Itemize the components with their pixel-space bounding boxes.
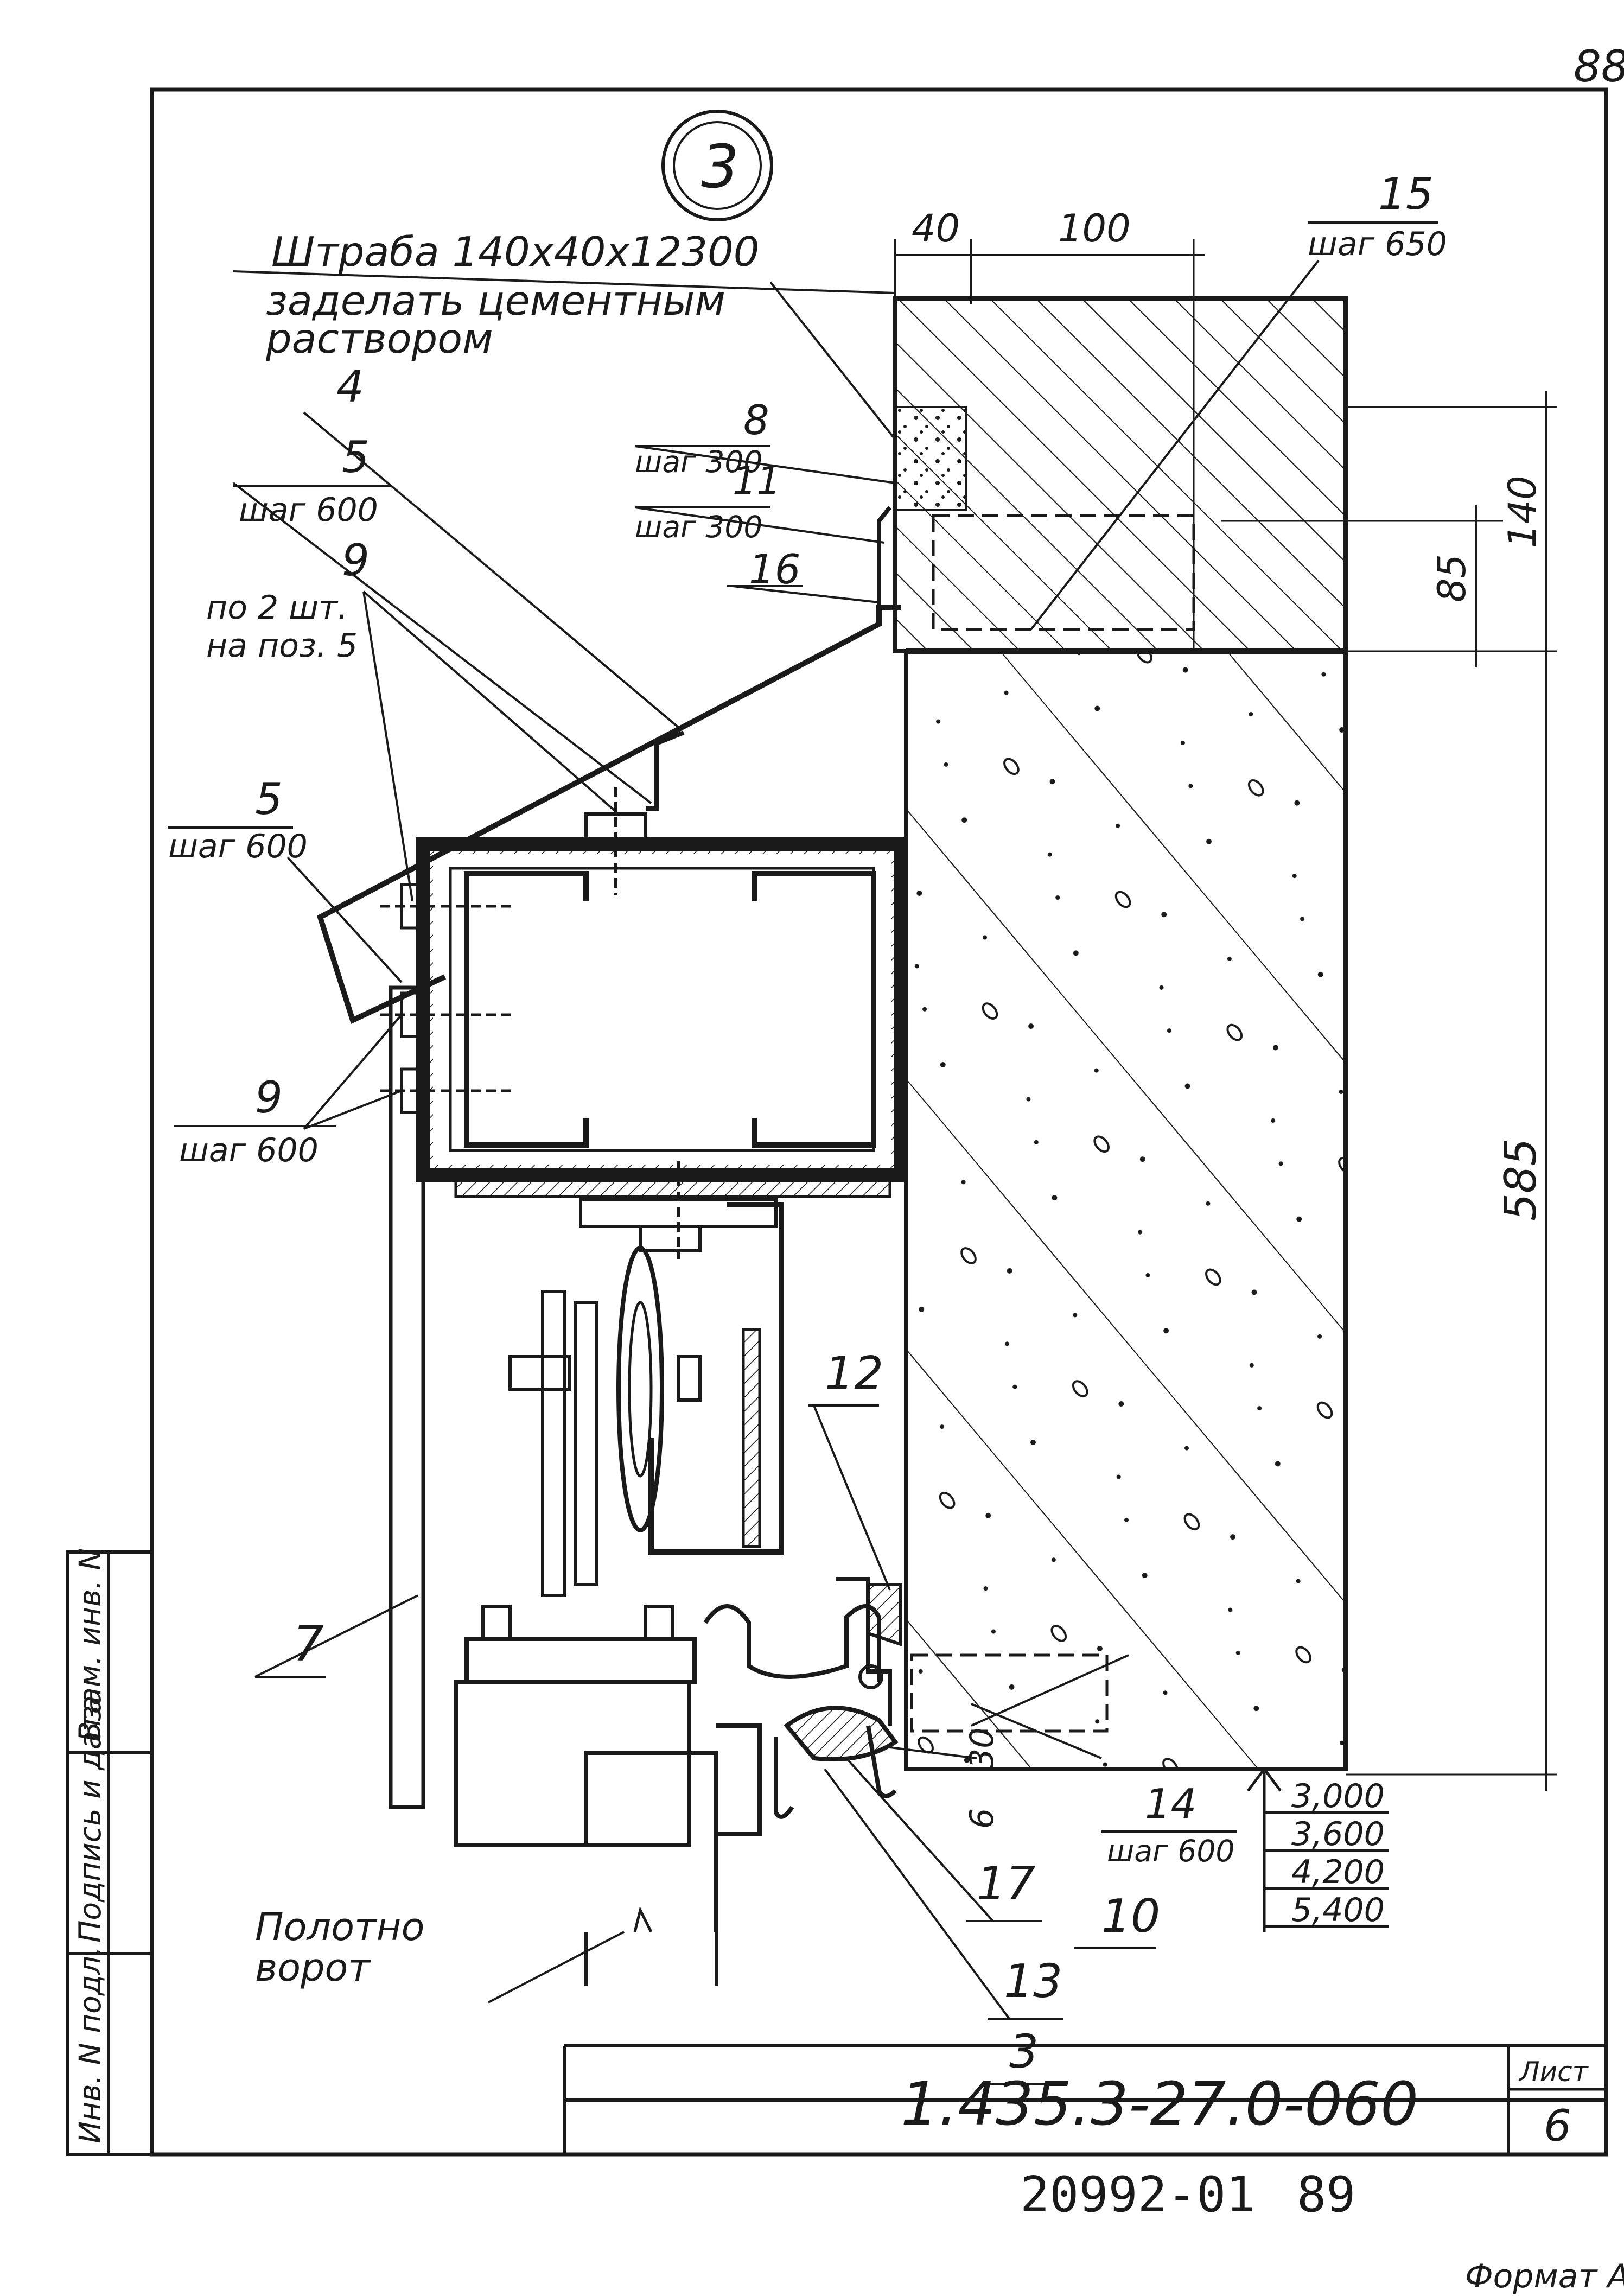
masonry-block <box>893 296 1348 653</box>
dim-40: 40 <box>912 206 960 251</box>
title-designation: 1.435.3-27.0-060 <box>901 2069 1418 2139</box>
drawing-frame <box>150 87 1608 2157</box>
svg-text:шаг 300: шаг 300 <box>635 510 762 544</box>
dim-585: 585 <box>1495 1138 1546 1221</box>
callout-16: 16 <box>727 545 803 593</box>
callout-3: 3 <box>988 2025 1063 2085</box>
label-embed-1: заделать цементным <box>266 277 725 325</box>
c-channel-left <box>464 871 589 1148</box>
page-number-top: 88 <box>1574 41 1624 92</box>
top-bolt <box>584 730 685 895</box>
footer-code: 20992-01 <box>1020 2166 1255 2223</box>
svg-text:17: 17 <box>977 1857 1035 1911</box>
c-channel-right <box>752 871 876 1148</box>
footer-format: Формат А4 <box>1465 2257 1624 2295</box>
mortar-chase <box>894 406 967 511</box>
callout-13: 13 <box>988 1955 1063 2020</box>
svg-text:шаг 600: шаг 600 <box>239 491 378 529</box>
callout-9a-note-2: на поз. 5 <box>206 627 358 665</box>
callout-4: 4 <box>336 361 364 412</box>
callout-14: 14 шаг 600 <box>1101 1780 1237 1868</box>
callout-9b: 9 шаг 600 <box>174 1072 336 1169</box>
detail-marker-number: 3 <box>701 132 739 201</box>
box-beam <box>416 837 908 1182</box>
flashing-plate <box>316 605 901 1024</box>
callout-5b: 5 шаг 600 <box>168 774 308 866</box>
title-sheet-label: Лист <box>1518 2056 1589 2088</box>
svg-text:шаг 600: шаг 600 <box>168 828 308 866</box>
side-bolts <box>380 883 515 1114</box>
callout-9a: 9 по 2 шт. на поз. 5 <box>206 535 370 665</box>
dim-6: 6 <box>963 1808 1001 1829</box>
dim-85: 85 <box>1430 554 1474 602</box>
concrete-column <box>904 649 1348 1771</box>
callout-12: 12 <box>808 1347 883 1407</box>
bottom-plate <box>454 1179 891 1198</box>
level-5400: 5,400 <box>1291 1891 1385 1929</box>
svg-text:13: 13 <box>1004 1955 1062 2008</box>
anchor-zone-lower <box>910 1653 1109 1733</box>
label-gate-leaf-1: Полотно <box>255 1905 424 1949</box>
level-3600: 3,600 <box>1291 1815 1385 1853</box>
label-chase: Штраба 140х40х12300 <box>271 228 759 276</box>
svg-text:5: 5 <box>342 432 370 482</box>
label-gate-leaf-2: ворот <box>255 1945 371 1990</box>
dim-100: 100 <box>1058 206 1131 251</box>
stamp-replace-inv: Взам. инв. N <box>73 1548 107 1742</box>
trolley-wheel <box>508 1246 761 1597</box>
title-sheet-number: 6 <box>1544 2101 1571 2151</box>
callout-10: 10 <box>1074 1890 1160 1949</box>
level-4200: 4,200 <box>1291 1853 1385 1891</box>
guide-carriage <box>454 1605 762 1986</box>
detail-marker-circle <box>661 110 773 221</box>
svg-text:5: 5 <box>255 774 283 824</box>
callout-5a: 5 шаг 600 <box>233 432 391 529</box>
right-dimensions: 140 85 585 <box>1221 391 1557 1791</box>
svg-text:7: 7 <box>293 1616 324 1672</box>
callout-7: 7 <box>255 1616 326 1678</box>
svg-text:шаг 300: шаг 300 <box>635 444 762 479</box>
callout-8: 8 шаг 300 <box>635 396 770 479</box>
svg-text:10: 10 <box>1101 1890 1160 1943</box>
side-plate <box>389 985 425 1809</box>
level-marks: 3,000 3,600 4,200 5,400 <box>1247 1766 1389 1932</box>
callout-17: 17 <box>966 1857 1042 1922</box>
page-number-bottom: 89 <box>1297 2166 1355 2223</box>
title-block: 1.435.3-27.0-060 Лист 6 <box>563 2044 1606 2154</box>
gate-leaf <box>586 1753 716 1997</box>
callout-9a-note-1: по 2 шт. <box>206 589 348 627</box>
stamp-inv-number: Инв. N подл. <box>73 1947 107 2144</box>
svg-text:11: 11 <box>733 459 781 503</box>
dim-30: 30 <box>963 1728 1001 1769</box>
svg-text:4: 4 <box>336 361 364 412</box>
label-embed-2: раствором <box>265 315 493 362</box>
svg-text:9: 9 <box>255 1072 283 1123</box>
level-3000: 3,000 <box>1291 1777 1385 1815</box>
svg-text:3: 3 <box>1009 2025 1039 2079</box>
svg-text:шаг 600: шаг 600 <box>1107 1834 1234 1868</box>
svg-text:15: 15 <box>1378 169 1434 219</box>
svg-text:8: 8 <box>743 396 769 444</box>
svg-text:шаг 600: шаг 600 <box>179 1131 319 1169</box>
seal-profiles <box>703 1577 902 1819</box>
callout-15: 15 шаг 650 <box>1308 169 1447 263</box>
dim-140: 140 <box>1500 475 1545 548</box>
side-stamp: Инв. N подл. Подпись и дата Взам. инв. N <box>66 1548 154 2156</box>
svg-text:14: 14 <box>1145 1780 1196 1828</box>
svg-text:12: 12 <box>825 1347 883 1401</box>
leader-lines <box>232 259 1320 2020</box>
top-dimensions: 40 100 <box>894 206 1205 651</box>
stamp-signature-date: Подпись и дата <box>73 1695 107 1943</box>
svg-text:шаг 650: шаг 650 <box>1308 225 1447 263</box>
svg-text:9: 9 <box>342 535 370 586</box>
callout-11: 11 шаг 300 <box>635 459 781 544</box>
